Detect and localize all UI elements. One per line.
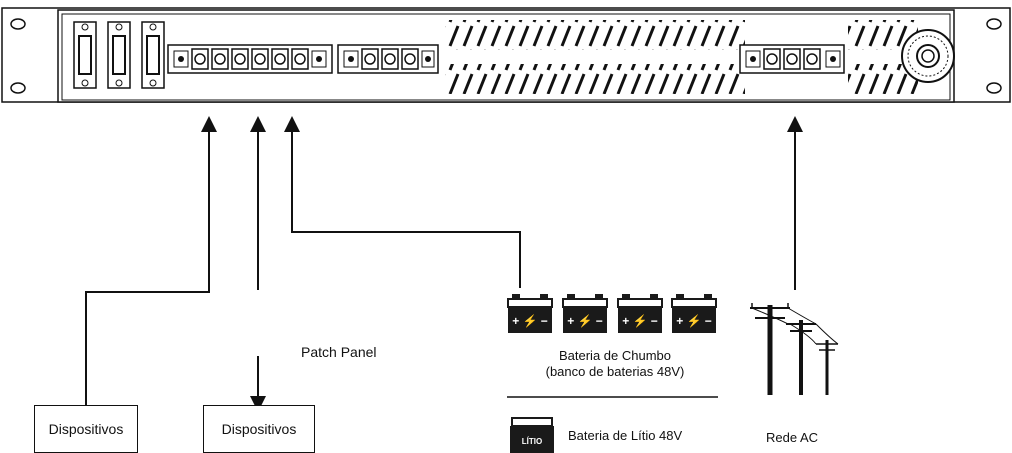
lithium-battery-label: Bateria de Lítio 48V [568, 428, 683, 443]
dc-connector-group [73, 21, 165, 89]
terminal-block-output [167, 44, 333, 74]
device-right-label: Dispositivos [221, 421, 297, 437]
lithium-battery-icon: LÍTIO [510, 417, 554, 453]
battery-terminals-label: + ⚡ − [676, 314, 712, 328]
device-box-left: Dispositivos [34, 405, 138, 453]
device-left-label: Dispositivos [48, 421, 124, 437]
device-box-right: Dispositivos [203, 405, 315, 453]
mount-hole-icon [10, 18, 26, 30]
rack-unit [1, 7, 1011, 103]
mount-hole-icon [986, 18, 1002, 30]
wire-device-left [85, 116, 217, 405]
power-pole-icon [750, 303, 839, 395]
patch-panel-label: Patch Panel [301, 344, 377, 360]
battery-icon: + ⚡ − [617, 294, 663, 333]
lithium-tag: LÍTIO [522, 437, 542, 446]
battery-terminals-label: + ⚡ − [512, 314, 548, 328]
lead-battery-label: Bateria de Chumbo (banco de baterias 48V… [540, 348, 690, 380]
circuit-breaker-icon [901, 29, 955, 83]
mount-hole-icon [986, 82, 1002, 94]
ac-grid-label: Rede AC [766, 430, 819, 445]
terminal-block-ac [739, 44, 845, 74]
battery-icon: + ⚡ − [562, 294, 608, 333]
lead-battery-line2: (banco de baterias 48V) [545, 364, 685, 379]
battery-terminals-label: + ⚡ − [622, 314, 658, 328]
wire-battery [284, 116, 521, 288]
mount-hole-icon [10, 82, 26, 94]
terminal-block-battery [337, 44, 439, 74]
lead-battery-line1: Bateria de Chumbo [558, 348, 671, 363]
connection-lines [85, 116, 803, 412]
ventilation-grille [445, 20, 918, 94]
battery-icon: + ⚡ − [507, 294, 553, 333]
battery-bank: + ⚡ − + ⚡ − + ⚡ − + ⚡ − [507, 294, 717, 333]
battery-icon: + ⚡ − [671, 294, 717, 333]
battery-terminals-label: + ⚡ − [567, 314, 603, 328]
